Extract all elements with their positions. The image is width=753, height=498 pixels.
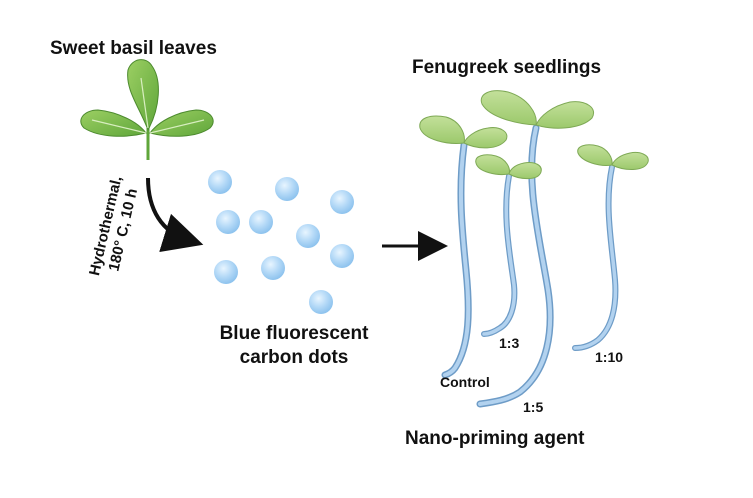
product-line-2: carbon dots xyxy=(239,347,349,368)
seedling-1-3-icon xyxy=(475,154,542,337)
product-title: Blue fluorescent carbon dots xyxy=(196,322,392,370)
application-title: Nano-priming agent xyxy=(405,428,585,449)
carbon-dot xyxy=(275,177,299,201)
seedling-1-5-icon xyxy=(476,90,594,408)
product-line-1: Blue fluorescent xyxy=(219,323,369,344)
carbon-dot xyxy=(330,244,354,268)
carbon-dot xyxy=(216,210,240,234)
curved-arrow-icon xyxy=(146,177,204,253)
carbon-dot xyxy=(249,210,273,234)
seedling-control-icon xyxy=(419,115,508,379)
carbon-dot xyxy=(309,290,333,314)
carbon-dot xyxy=(330,190,354,214)
source-title: Sweet basil leaves xyxy=(50,38,217,59)
basil-leaves-icon xyxy=(80,59,214,160)
seedling-label-1-10: 1:10 xyxy=(595,349,624,365)
carbon-dot xyxy=(214,260,238,284)
carbon-dots-cluster xyxy=(208,170,354,314)
seedling-label-1-3: 1:3 xyxy=(499,335,520,351)
carbon-dot xyxy=(261,256,285,280)
target-title: Fenugreek seedlings xyxy=(412,57,602,78)
carbon-dot xyxy=(208,170,232,194)
seedling-label-1-5: 1:5 xyxy=(523,399,544,415)
carbon-dot xyxy=(296,224,320,248)
seedling-label-control: Control xyxy=(440,374,490,390)
seedling-1-10-icon xyxy=(572,144,649,351)
